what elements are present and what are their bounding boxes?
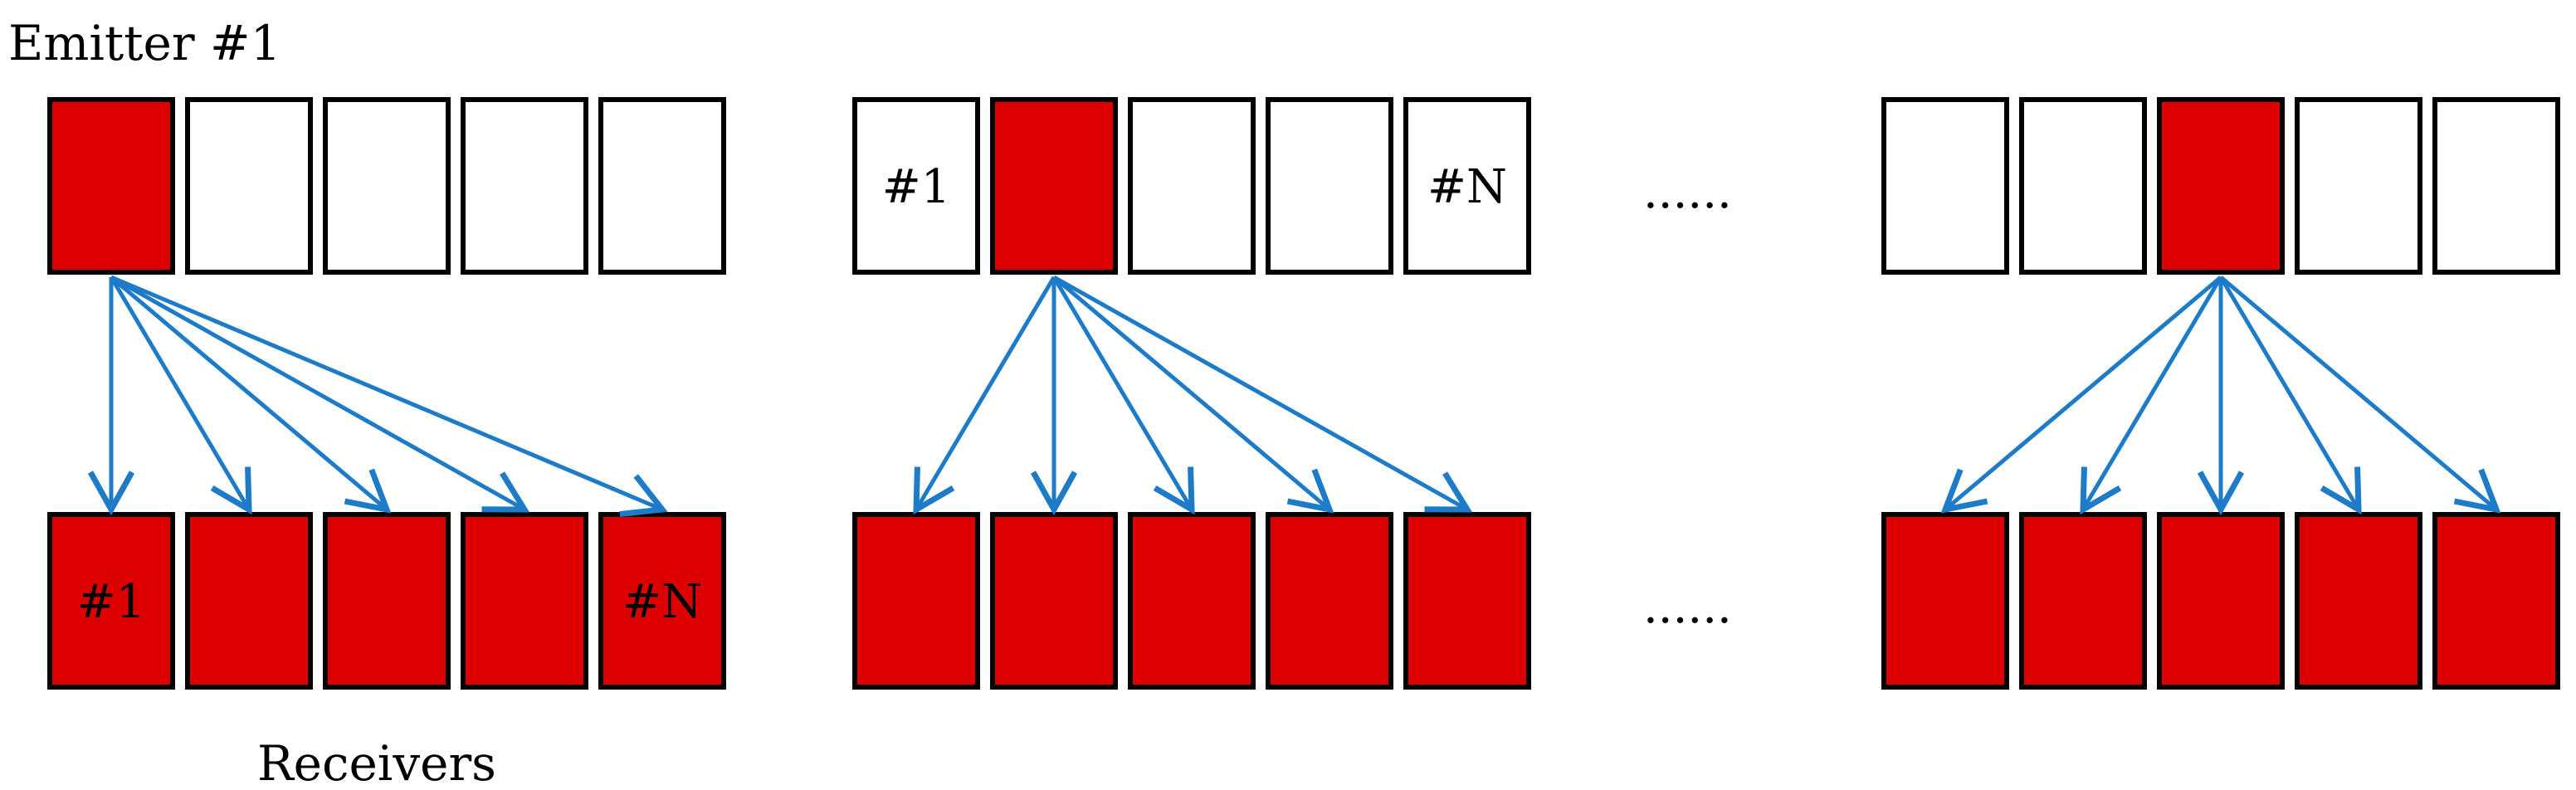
group-3-emitter-1	[1881, 97, 2009, 275]
group-2-arrow-to-receiver-5	[1052, 275, 1473, 513]
group-1-receiver-1	[47, 512, 175, 690]
group-2-emitter-5	[1403, 97, 1531, 275]
group-2-receiver-4	[1266, 512, 1393, 690]
group-2-emitter-5-label: #N	[1427, 160, 1507, 214]
group-2-arrow-to-receiver-4	[1052, 276, 1334, 514]
group-2-arrow-to-receiver-1	[913, 276, 1056, 515]
group-2-emitter-3	[1128, 97, 1256, 275]
group-3-emitter-3	[2157, 97, 2285, 275]
group-1-receiver-5-label: #N	[622, 575, 702, 629]
group-1-receiver-4	[461, 512, 588, 690]
group-2-emitter-1	[852, 97, 980, 275]
group-3-receiver-2	[2019, 512, 2147, 690]
group-1-receiver-5	[598, 512, 726, 690]
group-1-emitter-5	[598, 97, 726, 275]
group-1-arrow-to-receiver-3	[110, 276, 392, 514]
group-2-arrow-to-receiver-3	[1051, 276, 1195, 515]
group-1-emitter-2	[185, 97, 313, 275]
receivers-label: Receivers	[257, 735, 496, 790]
emitter-title-label: Emitter #1	[8, 15, 281, 71]
group-3-emitter-5	[2432, 97, 2560, 275]
group-3-arrow-to-receiver-1	[1940, 276, 2222, 514]
boxes-layer	[47, 97, 2560, 690]
group-3-receiver-4	[2295, 512, 2422, 690]
group-2-receiver-2	[990, 512, 1118, 690]
group-3-receiver-1	[1881, 512, 2009, 690]
group-2-receiver-1	[852, 512, 980, 690]
group-1-receiver-3	[323, 512, 451, 690]
group-1-arrow-to-receiver-5	[110, 275, 668, 518]
group-1-receiver-1-label: #1	[77, 575, 146, 629]
group-3-emitter-4	[2295, 97, 2422, 275]
ellipsis-top: ......	[1643, 165, 1732, 219]
group-3-emitter-2	[2019, 97, 2147, 275]
group-2-receiver-3	[1128, 512, 1256, 690]
group-1-arrow-to-receiver-4	[110, 275, 530, 513]
group-1-emitter-3	[323, 97, 451, 275]
group-3-receiver-3	[2157, 512, 2285, 690]
group-2-emitter-1-label: #1	[882, 160, 951, 214]
group-1-emitter-4	[461, 97, 588, 275]
group-3-receiver-5	[2432, 512, 2560, 690]
group-2-emitter-4	[1266, 97, 1393, 275]
group-2-emitter-2	[990, 97, 1118, 275]
group-3-arrow-to-receiver-2	[2080, 276, 2223, 515]
labels-layer: #1 #N #1 #N	[77, 160, 1507, 629]
arrows-layer	[87, 275, 2501, 518]
group-1-arrow-to-receiver-2	[109, 276, 252, 515]
ellipsis-bottom: ......	[1643, 580, 1732, 634]
group-1-emitter-1	[47, 97, 175, 275]
group-2-receiver-5	[1403, 512, 1531, 690]
group-3-arrow-to-receiver-4	[2218, 276, 2362, 515]
group-3-arrow-to-receiver-5	[2219, 276, 2501, 514]
group-1-receiver-2	[185, 512, 313, 690]
